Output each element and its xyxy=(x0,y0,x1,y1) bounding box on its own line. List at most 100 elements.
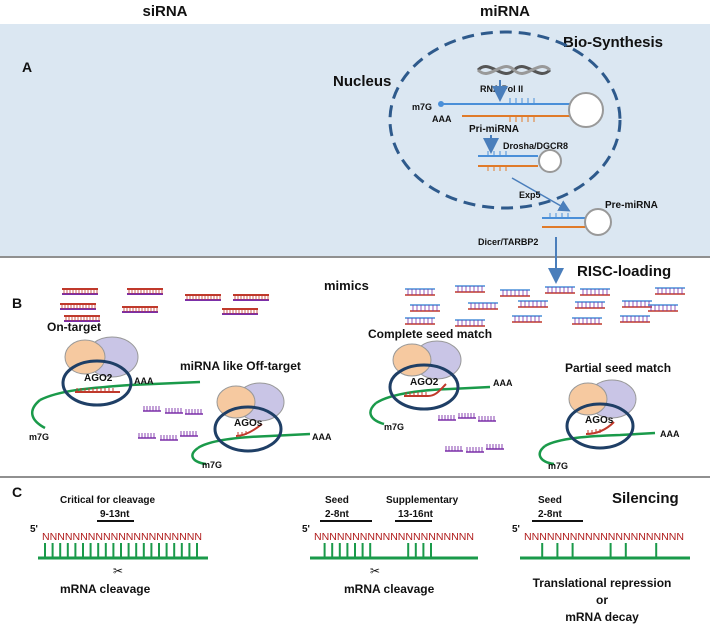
five-prime-complete: 5' xyxy=(302,524,310,535)
sirna-duplex xyxy=(127,288,163,295)
base-pairs-partial xyxy=(541,543,658,557)
m7g-complete: m7G xyxy=(384,422,404,432)
rna-pol-label: RNA Pol II xyxy=(480,84,523,94)
passenger-fragment xyxy=(138,433,156,439)
mirna-mimic xyxy=(655,287,685,295)
guide-strand-complete: NNNNNNNNNNNNNNNNNNNNN xyxy=(314,532,474,543)
nucleus-membrane xyxy=(388,30,622,210)
panel-b-letter: B xyxy=(12,295,22,311)
mirna-mimic xyxy=(575,301,605,309)
risc-partial-seed xyxy=(538,379,656,466)
passenger-fragment xyxy=(478,416,496,422)
dna-helix-icon xyxy=(476,65,552,75)
cleavage-label-si: mRNA cleavage xyxy=(60,582,151,596)
passenger-fragment xyxy=(458,413,476,419)
base-pairs-si xyxy=(44,543,198,557)
mirna-mimic xyxy=(545,286,575,294)
mirna-mimic xyxy=(405,317,435,325)
panel-a-letter: A xyxy=(22,59,32,75)
passenger-fragment xyxy=(180,431,198,437)
sirna-duplex xyxy=(233,294,269,301)
aaa-partial: AAA xyxy=(660,429,680,439)
pri-m7g-label: m7G xyxy=(412,102,432,112)
range-28-partial: 2-8nt xyxy=(538,509,563,520)
agos-label-partial: AGOs xyxy=(585,415,614,426)
pre-mirna-label: Pre-miRNA xyxy=(605,200,658,211)
five-prime-partial: 5' xyxy=(512,524,520,535)
sirna-duplexes xyxy=(60,288,269,322)
biosynthesis-label: Bio-Synthesis xyxy=(563,34,663,51)
sirna-duplex xyxy=(185,294,221,301)
ago2-label-on-target: AGO2 xyxy=(84,373,113,384)
sirna-duplex xyxy=(122,306,158,313)
mirna-mimic xyxy=(410,304,440,312)
mimics-label: mimics xyxy=(324,278,369,293)
pre-mirna-nuclear xyxy=(478,149,562,173)
range-1316-label: 13-16nt xyxy=(398,509,434,520)
risc-on-target xyxy=(31,336,201,430)
aaa-off-target: AAA xyxy=(312,432,332,442)
mirna-mimic xyxy=(468,302,498,310)
risc-off-target xyxy=(191,382,311,466)
drosha-label: Drosha/DGCR8 xyxy=(503,141,568,151)
sirna-duplex xyxy=(62,288,98,295)
panel-c-letter: C xyxy=(12,484,22,500)
mirna-mimic xyxy=(512,315,542,323)
passenger-fragment xyxy=(438,415,456,421)
aaa-on-target: AAA xyxy=(134,376,154,386)
seed-label-partial: Seed xyxy=(538,495,562,506)
passenger-fragment xyxy=(143,406,161,412)
mirna-mimic xyxy=(455,319,485,327)
pri-mirna-label: Pri-miRNA xyxy=(469,124,519,135)
risc-complete-seed xyxy=(369,340,491,426)
header-mirna: miRNA xyxy=(480,3,530,20)
agos-label-off-target: AGOs xyxy=(234,418,263,429)
passenger-fragment xyxy=(445,446,463,452)
mirna-mimic xyxy=(518,300,548,308)
critical-label: Critical for cleavage xyxy=(60,495,155,506)
five-prime-si: 5' xyxy=(30,524,38,535)
aaa-complete: AAA xyxy=(493,378,513,388)
scissors-icon-complete: ✂ xyxy=(370,564,380,578)
header-sirna: siRNA xyxy=(142,3,187,20)
mimic-duplexes xyxy=(405,285,685,327)
mirna-mimic xyxy=(572,317,602,325)
cleavage-label-complete: mRNA cleavage xyxy=(344,582,435,596)
range-913-label: 9-13nt xyxy=(100,509,130,520)
passenger-fragment xyxy=(466,447,484,453)
ago2-label-complete: AGO2 xyxy=(410,377,439,388)
passenger-fragment xyxy=(160,435,178,441)
or-label: or xyxy=(596,593,608,607)
m7g-off-target: m7G xyxy=(202,460,222,470)
partial-seed-label: Partial seed match xyxy=(565,361,671,375)
nucleus-label: Nucleus xyxy=(333,73,391,90)
scissors-icon-si: ✂ xyxy=(113,564,123,578)
exp5-label: Exp5 xyxy=(519,190,541,200)
sirna-duplex xyxy=(60,303,96,310)
translational-label: Translational repression xyxy=(533,576,672,590)
decay-label: mRNA decay xyxy=(565,610,639,624)
mirna-mimic xyxy=(455,285,485,293)
supplementary-label: Supplementary xyxy=(386,495,459,506)
guide-strand-si: NNNNNNNNNNNNNNNNNNNNN xyxy=(42,532,202,543)
sirna-duplex xyxy=(64,315,100,322)
pri-aaa-label: AAA xyxy=(432,114,452,124)
silencing-label: Silencing xyxy=(612,490,679,507)
dicer-label: Dicer/TARBP2 xyxy=(478,237,538,247)
mirna-mimic xyxy=(648,304,678,312)
m7g-partial: m7G xyxy=(548,461,568,471)
passenger-fragments xyxy=(138,406,504,453)
guide-strand-partial: NNNNNNNNNNNNNNNNNNNNN xyxy=(524,532,684,543)
base-pairs-complete xyxy=(323,543,432,557)
mirna-mimic xyxy=(580,288,610,296)
range-28-complete: 2-8nt xyxy=(325,509,350,520)
passenger-fragment xyxy=(165,408,183,414)
passenger-fragment xyxy=(486,444,504,450)
sirna-duplex xyxy=(222,308,258,315)
risc-loading-label: RISC-loading xyxy=(577,263,671,280)
mirna-mimic xyxy=(622,300,652,308)
mirna-mimic xyxy=(620,315,650,323)
mirna-mimic xyxy=(405,288,435,296)
seed-label-complete: Seed xyxy=(325,495,349,506)
